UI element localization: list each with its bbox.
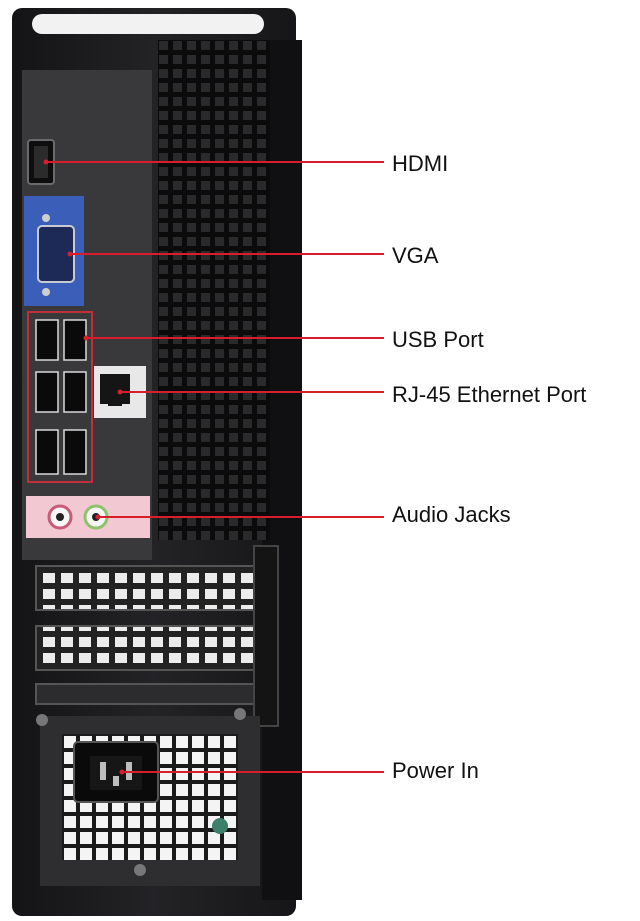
usb-port-icon <box>35 319 87 475</box>
expansion-slot-3 <box>35 683 255 705</box>
psu-screw-2 <box>234 708 246 720</box>
callout-line-vga-dot <box>67 251 73 257</box>
top-handle-slot <box>32 14 264 34</box>
psu-screw-3 <box>134 864 146 876</box>
expansion-slot-1 <box>35 565 255 611</box>
label-usb-port: USB Port <box>392 327 484 352</box>
callout-line-hdmi-dot <box>43 159 49 165</box>
audio-jack-icon <box>47 504 109 530</box>
callout-line-ethernet-dot <box>117 389 123 395</box>
usb-group-outline <box>27 311 93 483</box>
ventilation-grid <box>158 40 270 540</box>
callout-line-usb-dot <box>83 335 89 341</box>
label-hdmi: HDMI <box>392 151 449 176</box>
slot-latch <box>253 545 279 727</box>
psu-screw-1 <box>36 714 48 726</box>
callout-line-power-dot <box>119 769 125 775</box>
callout-lines <box>43 159 384 775</box>
label-rj45-ethernet-port: RJ-45 Ethernet Port <box>392 382 587 407</box>
label-power-in: Power In <box>392 758 479 783</box>
callout-line-audio-dot <box>95 514 101 520</box>
psu-test-button <box>212 818 228 834</box>
expansion-slot-2 <box>35 625 255 671</box>
label-audio-jacks: Audio Jacks <box>392 502 511 527</box>
label-vga: VGA <box>392 243 439 268</box>
